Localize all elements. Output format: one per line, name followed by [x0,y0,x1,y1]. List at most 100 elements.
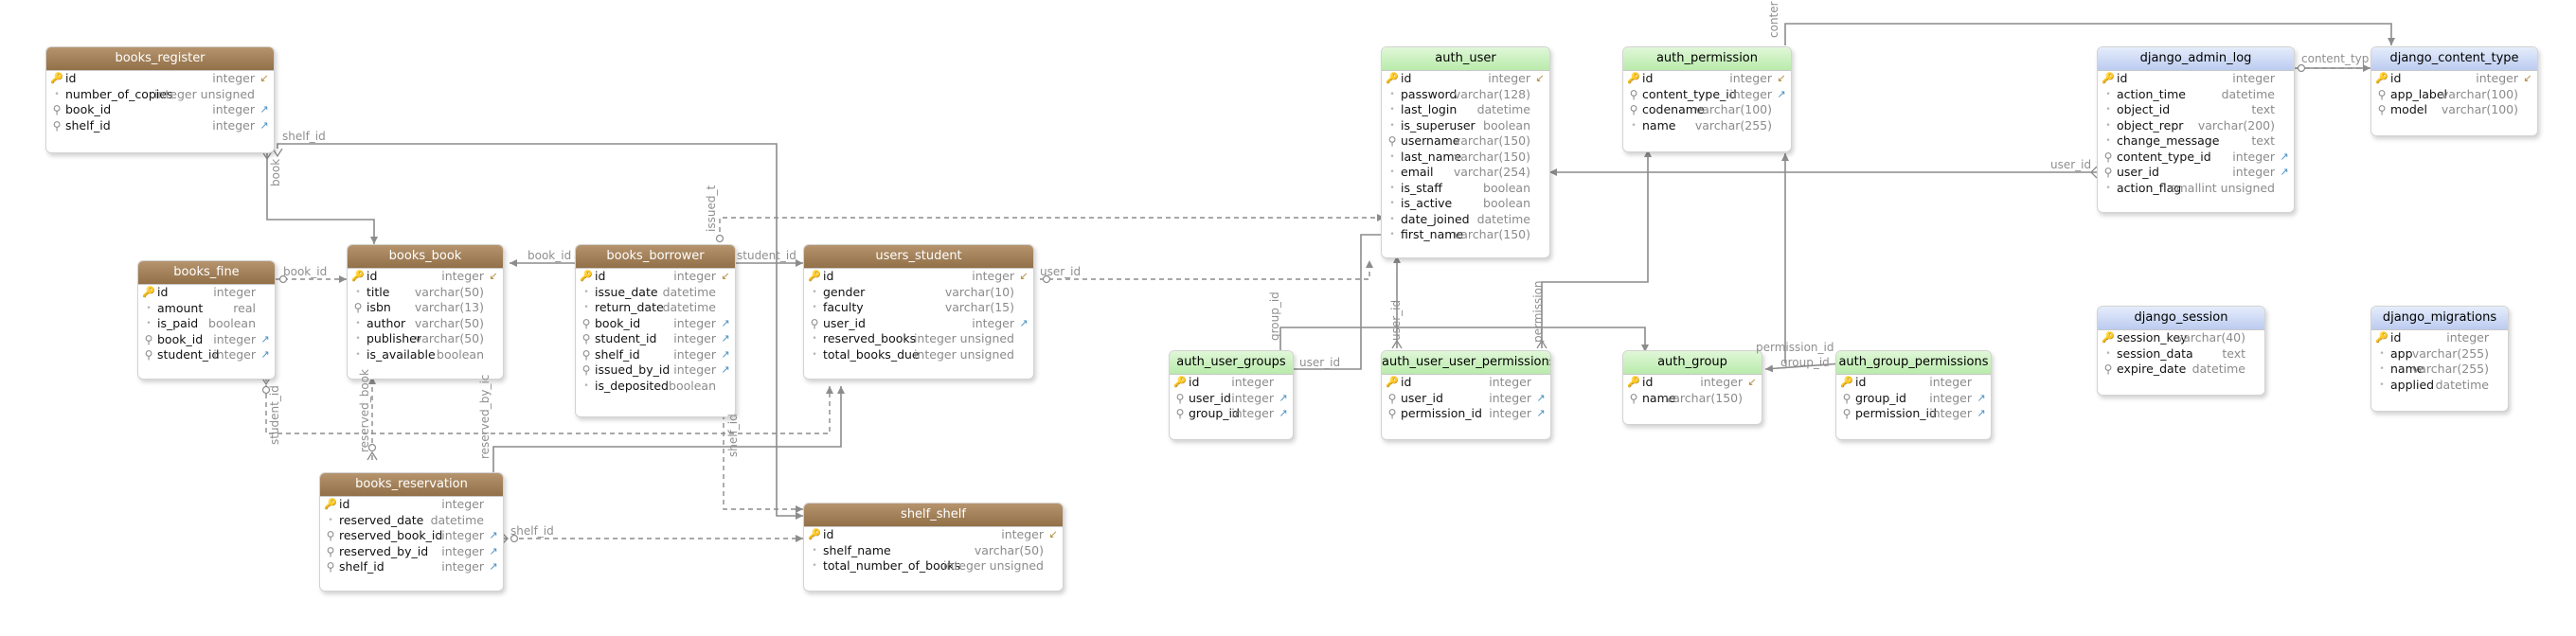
field-name: is_paid [157,316,199,330]
field-type: varchar(150) [1665,390,1743,405]
